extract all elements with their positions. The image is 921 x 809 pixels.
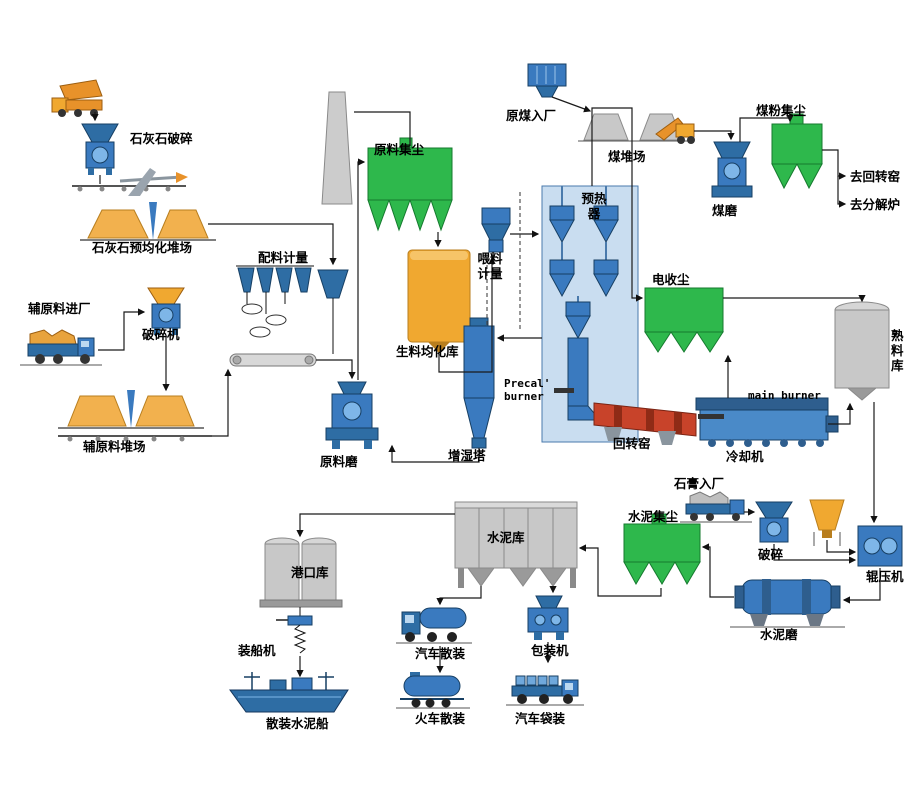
gypsum-truck bbox=[680, 491, 752, 523]
label-gypsum-in: 石膏入厂 bbox=[674, 476, 725, 491]
label-crusher: 破碎机 bbox=[142, 327, 180, 342]
label-gypsum-crushing: 破碎 bbox=[758, 547, 784, 562]
raw-meal-silo bbox=[407, 249, 471, 353]
feed-belt bbox=[229, 353, 317, 367]
chimney bbox=[321, 91, 353, 205]
label-aux-material-in: 辅原料进厂 bbox=[28, 301, 91, 316]
label-aux-material-yard: 辅原料堆场 bbox=[83, 439, 146, 454]
label-cement-dust: 水泥集尘 bbox=[628, 509, 679, 524]
bulk-cement-ship bbox=[229, 672, 349, 713]
label-ship-loader: 装船机 bbox=[238, 643, 276, 658]
port-silo bbox=[259, 537, 343, 608]
coal-mill bbox=[711, 141, 753, 198]
aux-yard-piles bbox=[58, 390, 212, 442]
preheater-tower bbox=[541, 185, 639, 443]
roller-press bbox=[857, 525, 903, 567]
label-coal-mill: 煤磨 bbox=[712, 203, 738, 218]
label-humidifier-tower: 增湿塔 bbox=[448, 448, 486, 463]
label-roller-press: 辊压机 bbox=[866, 569, 904, 584]
gas-duct-dashed-lines bbox=[486, 192, 521, 332]
cement-dust-collector bbox=[623, 513, 701, 586]
limestone-conveyor bbox=[72, 168, 188, 196]
batching-hoppers bbox=[236, 265, 349, 354]
aux-crusher bbox=[147, 287, 185, 335]
aux-material-truck bbox=[20, 329, 102, 366]
label-to-calciner: 去分解炉 bbox=[850, 197, 901, 212]
electrostatic-precipitator bbox=[644, 287, 724, 353]
train-tank-wagon bbox=[396, 672, 470, 709]
label-cooler: 冷却机 bbox=[726, 449, 764, 464]
label-feed-metering: 喂料计量 bbox=[477, 251, 503, 281]
cement-silo-bank bbox=[454, 501, 578, 588]
label-raw-coal-in: 原煤入厂 bbox=[506, 108, 557, 123]
label-packing-machine: 包装机 bbox=[531, 643, 569, 658]
feed-metering-unit bbox=[481, 207, 511, 253]
coal-dust-collector bbox=[771, 113, 823, 190]
rotary-kiln bbox=[593, 402, 697, 445]
additive-hopper bbox=[809, 499, 845, 546]
label-coal-dust: 煤粉集尘 bbox=[756, 103, 807, 118]
limestone-dump-truck bbox=[51, 79, 103, 117]
label-raw-mill: 原料磨 bbox=[320, 454, 358, 469]
packing-machine-unit bbox=[527, 595, 569, 640]
limestone-crusher bbox=[81, 123, 119, 175]
bulk-tank-truck bbox=[396, 607, 472, 644]
label-limestone-preblending-yard: 石灰石预均化堆场 bbox=[92, 240, 193, 255]
clinker-cooler bbox=[695, 397, 839, 447]
coal-intake-crusher bbox=[527, 63, 567, 98]
label-esp: 电收尘 bbox=[652, 272, 690, 287]
coal-yard-piles bbox=[578, 113, 688, 142]
clinker-silo bbox=[834, 301, 890, 401]
label-train-bulk: 火车散装 bbox=[415, 711, 466, 726]
limestone-yard-piles bbox=[80, 202, 216, 241]
label-cement-mill: 水泥磨 bbox=[760, 627, 798, 642]
cement-mill bbox=[730, 579, 845, 628]
label-precal-burner: Precal' burner bbox=[504, 377, 551, 403]
label-truck-bag: 汽车袋装 bbox=[515, 711, 566, 726]
precalciner-burner-pipe bbox=[554, 388, 574, 393]
label-main-burner: main burner bbox=[748, 389, 821, 402]
label-rotary-kiln: 回转窑 bbox=[613, 436, 651, 451]
label-coal-yard: 煤堆场 bbox=[608, 149, 646, 164]
coal-loader bbox=[655, 117, 695, 144]
label-preheater: 预热器 bbox=[581, 191, 607, 221]
gypsum-crusher bbox=[755, 501, 793, 543]
label-bulk-cement-ship: 散装水泥船 bbox=[266, 716, 329, 731]
label-limestone-crushing: 石灰石破碎 bbox=[130, 131, 193, 146]
flow-lines bbox=[91, 96, 881, 678]
raw-mill bbox=[325, 381, 379, 449]
label-raw-meal-silo: 生料均化库 bbox=[396, 344, 459, 359]
ship-loader-machine bbox=[276, 607, 313, 654]
label-raw-material-dust: 原料集尘 bbox=[374, 142, 425, 157]
label-port-silo: 港口库 bbox=[291, 565, 329, 580]
label-batching-metering: 配料计量 bbox=[258, 250, 309, 265]
raw-dust-collector bbox=[367, 137, 453, 232]
bag-truck bbox=[506, 675, 584, 706]
label-cement-silo: 水泥库 bbox=[487, 530, 525, 545]
label-to-rotary-kiln: 去回转窑 bbox=[850, 169, 901, 184]
label-truck-bulk: 汽车散装 bbox=[415, 646, 466, 661]
humidifier-tower bbox=[463, 317, 495, 449]
label-clinker-silo: 熟料库 bbox=[891, 328, 904, 373]
